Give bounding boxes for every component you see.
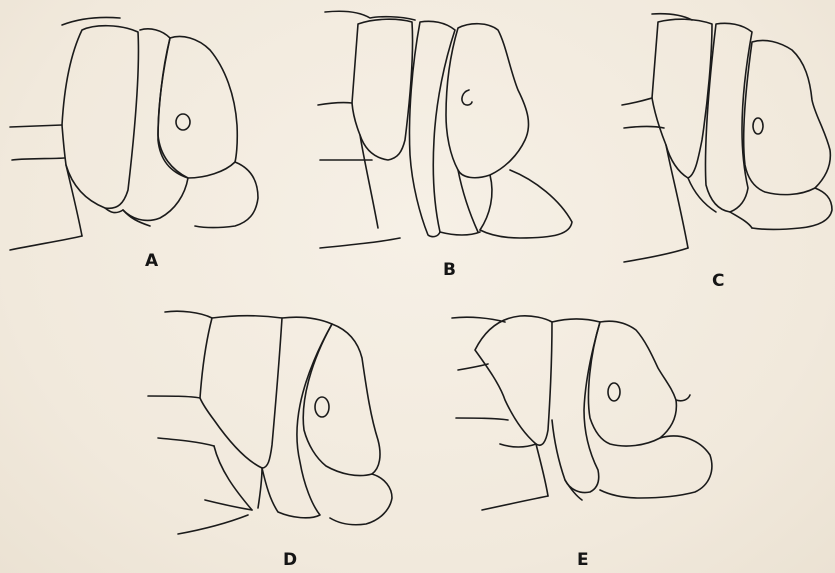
figure-a-drawing (10, 17, 258, 250)
figure-label-c: C (712, 273, 724, 290)
figure-b-drawing (318, 11, 572, 248)
figure-label-a: A (145, 253, 158, 270)
figure-e-drawing (452, 316, 712, 510)
figure-label-b: B (443, 262, 456, 279)
figure-label-e: E (577, 552, 589, 569)
figure-c-drawing (622, 14, 832, 262)
figure-label-d: D (283, 552, 297, 569)
figure-d-drawing (148, 311, 392, 534)
